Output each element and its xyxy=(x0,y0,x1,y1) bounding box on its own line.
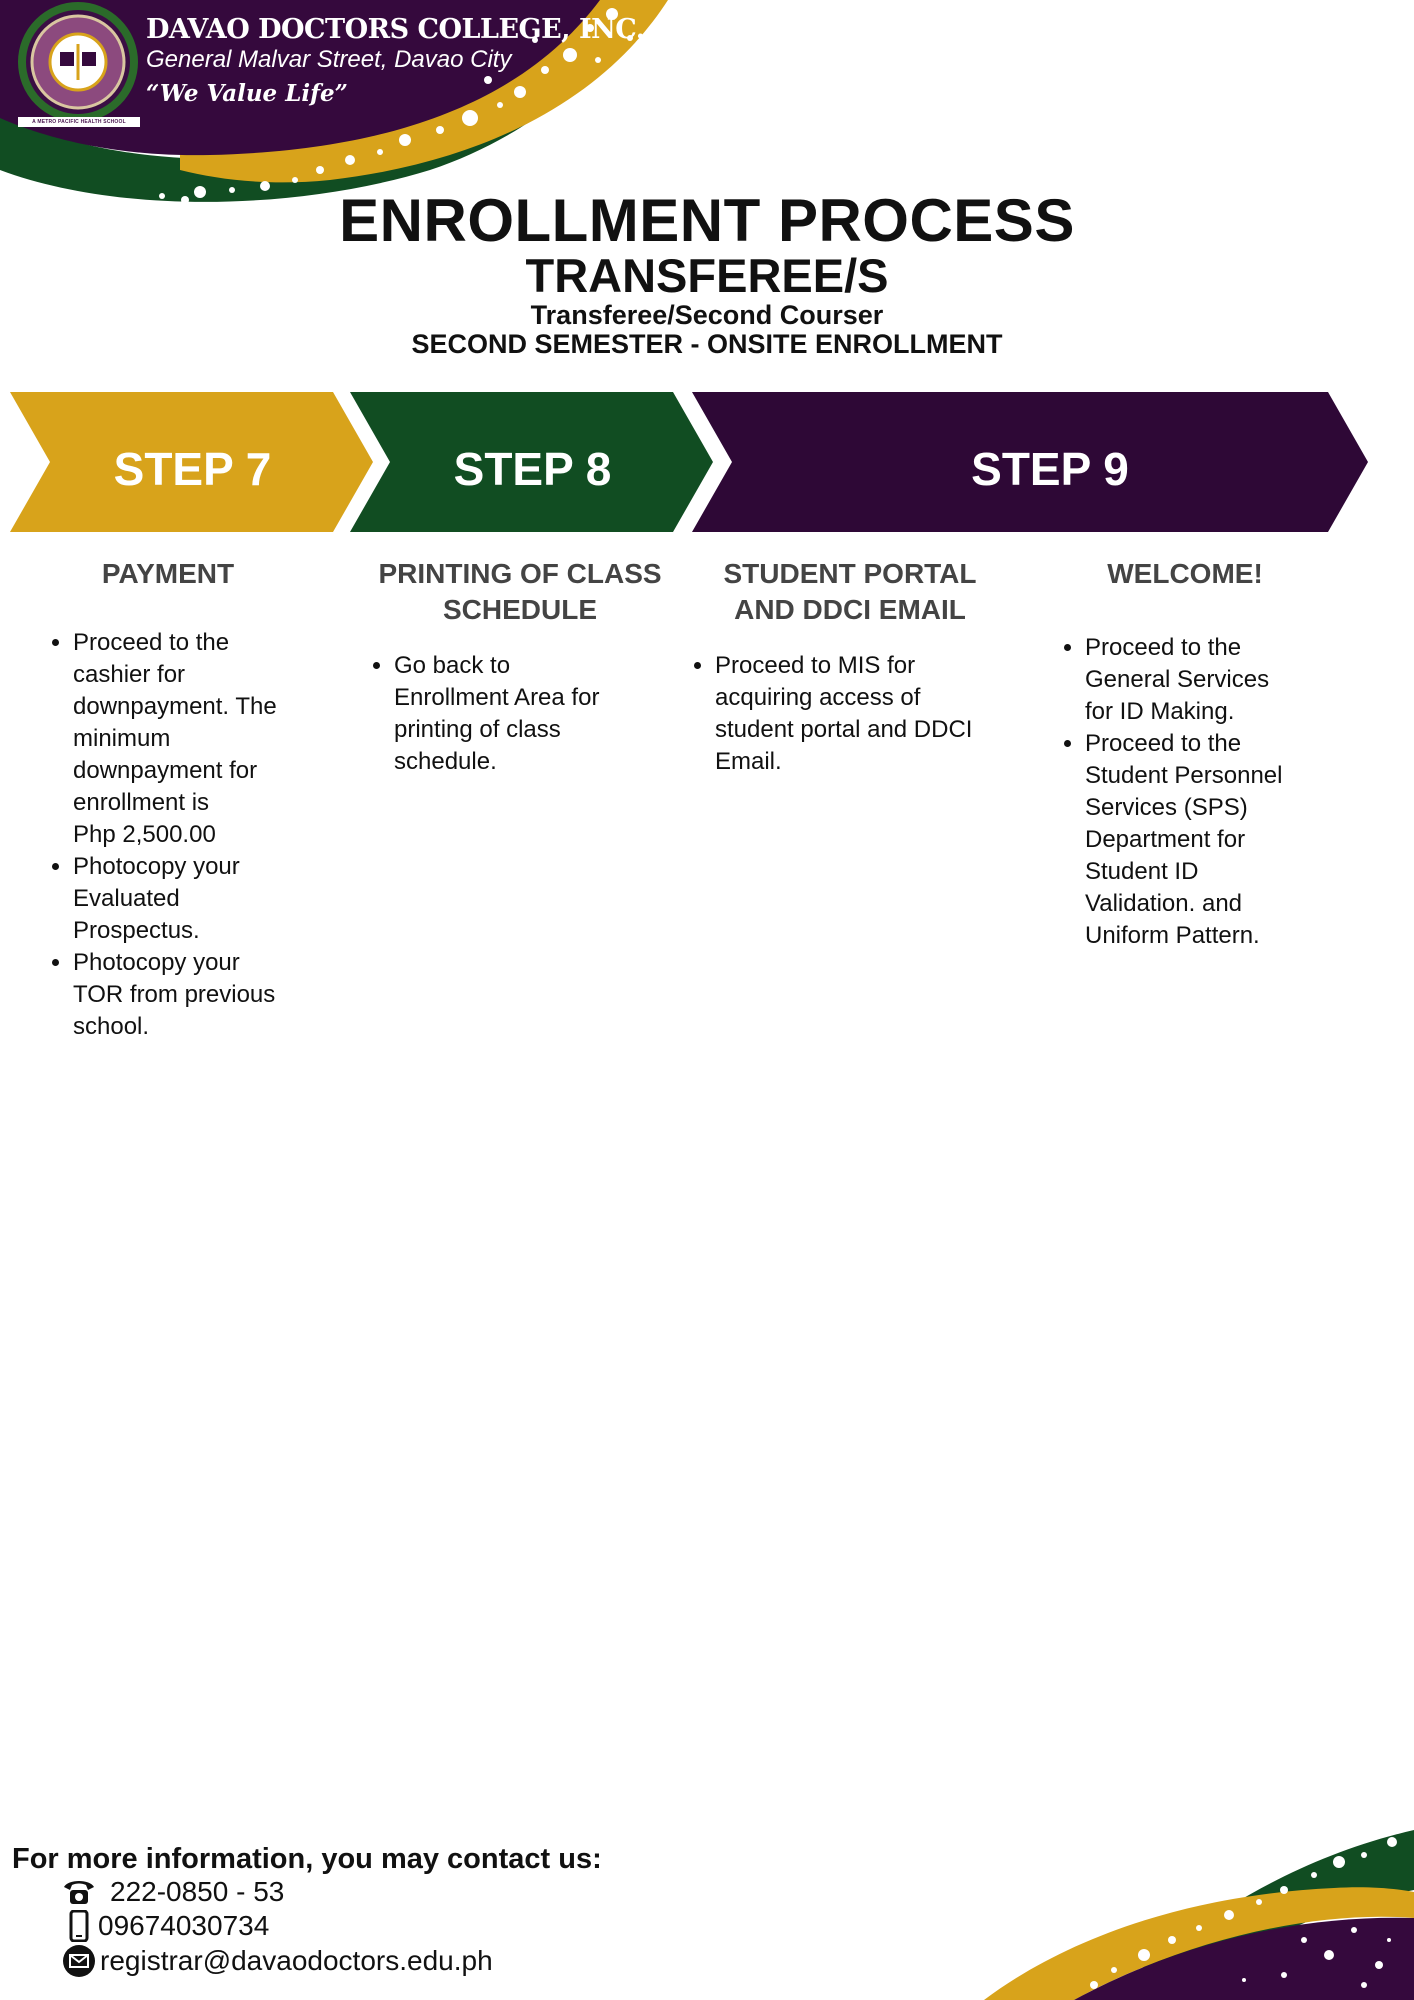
list-item-line: school. xyxy=(73,1013,150,1040)
college-seal-icon xyxy=(18,2,138,122)
footer-purple-band xyxy=(1074,1917,1414,2000)
list-item-line: Uniform Pattern. xyxy=(1085,922,1260,949)
list-item-line: Photocopy your xyxy=(73,949,240,976)
list-item-line: Photocopy your xyxy=(73,853,240,880)
list-item-line: minimum xyxy=(73,725,171,752)
mobile-phone-icon xyxy=(69,1910,89,1942)
list-item-line: Proceed to the xyxy=(1085,634,1242,661)
list-item: Proceed to the Student Personnel Service… xyxy=(1085,728,1375,952)
banner-sparkles xyxy=(159,8,633,204)
list-item-line: Proceed to MIS for xyxy=(715,652,916,679)
list-item-line: Services (SPS) xyxy=(1085,794,1248,821)
list-item-line: enrollment is xyxy=(73,789,210,816)
list-item-line: Go back to xyxy=(394,652,511,679)
list-item-line: Evaluated xyxy=(73,885,180,912)
list-item-line: student portal and DDCI xyxy=(715,716,973,743)
list-item-line: Proceed to the xyxy=(73,629,230,656)
printing-heading-line: SCHEDULE xyxy=(442,594,597,625)
email-address: registrar@davaodoctors.edu.ph xyxy=(100,1945,493,1976)
telephone-icon xyxy=(64,1881,94,1904)
email-icon xyxy=(63,1945,95,1977)
contact-heading: For more information, you may contact us… xyxy=(12,1843,602,1875)
payment-list: Proceed to the cashier for downpayment. … xyxy=(43,627,343,1043)
printing-list: Go back to Enrollment Area for printing … xyxy=(364,650,694,778)
list-item: Photocopy your TOR from previous school. xyxy=(73,947,343,1043)
list-item: Proceed to the cashier for downpayment. … xyxy=(73,627,343,851)
list-item-line: Student ID xyxy=(1085,858,1199,885)
list-item: Go back to Enrollment Area for printing … xyxy=(394,650,694,778)
step-8-arrow xyxy=(350,392,713,532)
welcome-heading-line: WELCOME! xyxy=(1107,558,1263,589)
welcome-heading: WELCOME! xyxy=(1060,556,1310,592)
list-item-line: Php 2,500.00 xyxy=(73,821,216,848)
banner-purple-band xyxy=(0,0,600,156)
steps-bar xyxy=(10,392,1368,532)
list-item-line: TOR from previous xyxy=(73,981,276,1008)
portal-list: Proceed to MIS for acquiring access of s… xyxy=(685,650,1045,778)
list-item-line: cashier for xyxy=(73,661,186,688)
list-item-line: downpayment. The xyxy=(73,693,277,720)
phone-number: 222-0850 - 53 xyxy=(110,1876,285,1907)
welcome-list: Proceed to the General Services for ID M… xyxy=(1055,632,1375,952)
college-name: DAVAO DOCTORS COLLEGE, INC. xyxy=(146,14,645,45)
step-7-arrow xyxy=(10,392,373,532)
list-item-line: for ID Making. xyxy=(1085,698,1235,725)
list-item-line: Proceed to the xyxy=(1085,730,1242,757)
list-item-line: Prospectus. xyxy=(73,917,200,944)
step-7-label: STEP 7 xyxy=(113,443,272,495)
list-item-line: Student Personnel xyxy=(1085,762,1283,789)
page-subtitle: TRANSFEREE/S xyxy=(525,249,889,302)
contact-phone: 222-0850 - 53 xyxy=(62,1876,284,1908)
footer-sparkles xyxy=(1090,1837,1397,1989)
student-category: Transferee/Second Courser xyxy=(530,300,884,330)
list-item-line: acquiring access of xyxy=(715,684,921,711)
college-address: General Malvar Street, Davao City xyxy=(146,46,512,73)
portal-heading-line: AND DDCI EMAIL xyxy=(734,594,966,625)
list-item-line: Department for xyxy=(1085,826,1246,853)
list-item-line: General Services xyxy=(1085,666,1270,693)
list-item-line: Email. xyxy=(715,748,782,775)
header-banner xyxy=(0,0,668,204)
printing-heading: PRINTING OF CLASS SCHEDULE xyxy=(360,556,680,628)
list-item: Proceed to the General Services for ID M… xyxy=(1085,632,1375,728)
contact-email: registrar@davaodoctors.edu.ph xyxy=(62,1944,493,1978)
list-item-line: Validation. and xyxy=(1085,890,1243,917)
list-item-line: schedule. xyxy=(394,748,497,775)
footer-gold-swoosh xyxy=(984,1887,1414,2000)
step-9-label: STEP 9 xyxy=(971,443,1129,495)
footer-banner xyxy=(984,1830,1414,2000)
semester-label: SECOND SEMESTER - ONSITE ENROLLMENT xyxy=(411,329,1003,359)
list-item: Photocopy your Evaluated Prospectus. xyxy=(73,851,343,947)
payment-heading-line: PAYMENT xyxy=(101,558,235,589)
portal-heading: STUDENT PORTAL AND DDCI EMAIL xyxy=(695,556,1005,628)
list-item: Proceed to MIS for acquiring access of s… xyxy=(715,650,1045,778)
list-item-line: downpayment for xyxy=(73,757,258,784)
contact-mobile: 09674030734 xyxy=(62,1910,269,1942)
payment-heading: PAYMENT xyxy=(48,556,288,592)
list-item-line: printing of class xyxy=(394,716,561,743)
page-title: ENROLLMENT PROCESS xyxy=(339,187,1075,254)
college-tagline: A METRO PACIFIC HEALTH SCHOOL xyxy=(18,117,140,127)
printing-heading-line: PRINTING OF CLASS xyxy=(378,558,662,589)
list-item-line: Enrollment Area for xyxy=(394,684,600,711)
mobile-number: 09674030734 xyxy=(98,1910,270,1941)
step-9-arrow xyxy=(692,392,1368,532)
step-8-label: STEP 8 xyxy=(453,443,612,495)
portal-heading-line: STUDENT PORTAL xyxy=(723,558,977,589)
college-motto: “We Value Life” xyxy=(146,80,348,107)
